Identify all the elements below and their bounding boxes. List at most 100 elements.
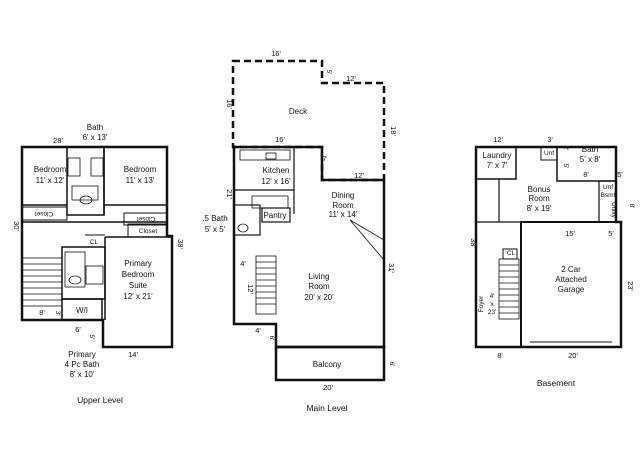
main-dim-7: 7' — [323, 156, 328, 163]
upper-bedroom1-label: Bedroom — [34, 165, 67, 174]
bonus-label1: Bonus — [528, 185, 551, 194]
main-level-caption: Main Level — [306, 403, 347, 413]
living-label2: Room — [308, 282, 330, 291]
foyer-label: Foyer — [478, 295, 485, 312]
basement-dim-2: 2' — [562, 146, 569, 151]
half-bath-size: 5' x 5' — [205, 225, 226, 234]
upper-bedroom2-label: Bedroom — [124, 165, 157, 174]
main-dim-4a: 4' — [240, 259, 246, 268]
dining-label1: Dining — [332, 191, 355, 200]
unf-bsmt-label1: Unf — [603, 184, 613, 191]
upper-wi-label: W/I — [76, 306, 88, 315]
foyer-size-2: x — [490, 301, 494, 308]
upper-bedroom2-size: 11' x 13' — [126, 176, 155, 185]
living-label1: Living — [309, 272, 330, 281]
garage-label1: 2 Car — [561, 265, 581, 274]
basement-dim-8c: 8' — [497, 351, 503, 360]
basement-caption: Basement — [537, 378, 576, 388]
main-dim-16a: 16' — [271, 49, 281, 58]
living-size: 20' x 20' — [304, 293, 334, 302]
main-level-plan — [231, 59, 386, 382]
basement-dim-20: 20' — [568, 351, 578, 360]
upper-outer-wall — [20, 145, 174, 349]
half-bath-label: .5 Bath — [202, 214, 227, 223]
upper-cl-label: CL — [90, 239, 99, 246]
main-dim-12c: 12' — [246, 284, 255, 294]
laundry-size: 7' x 7' — [487, 161, 508, 170]
garage-label3: Garage — [558, 285, 585, 294]
basement-stairs — [498, 258, 520, 320]
primary-suite-label1: Primary — [124, 259, 152, 268]
half-bath-walls — [233, 204, 261, 236]
kitchen-size: 12' x 16' — [261, 177, 291, 186]
upper-level-caption: Upper Level — [77, 395, 123, 405]
deck-outline — [231, 59, 386, 182]
primary-bath-label1: Primary — [68, 350, 96, 359]
garage-walls — [520, 221, 622, 348]
basement-dim-5a: 5' — [562, 164, 569, 169]
basement-bath-label: Bath — [582, 145, 598, 154]
kitchen-label: Kitchen — [263, 166, 290, 175]
main-dim-5a: 5' — [325, 70, 332, 75]
upper-bath-size: 6' x 13' — [83, 133, 108, 142]
basement-dim-3: 3' — [547, 135, 553, 144]
main-dim-16b: 16' — [225, 99, 234, 109]
upper-closet2-label: Closet — [137, 215, 156, 222]
foyer-size-3: 23' — [488, 309, 496, 316]
main-dim-4b: 4' — [255, 326, 261, 335]
basement-dim-12: 12' — [493, 135, 503, 144]
garage-label2: Attached — [555, 275, 587, 284]
unf-bsmt-label2: Bsmt — [601, 192, 616, 199]
primary-bath-walls — [61, 246, 106, 300]
basement-outer-wall — [474, 145, 623, 349]
primary-bath-label2: 4 Pc Bath — [65, 360, 100, 369]
upper-dim-right: 38' — [176, 239, 185, 249]
basement-dim-5b: 5' — [617, 170, 623, 179]
pantry-label: Pantry — [263, 211, 286, 220]
bonus-label2: Room — [528, 194, 550, 203]
deck-label: Deck — [289, 107, 308, 116]
main-dim-21: 21' — [225, 189, 234, 199]
basement-dim-23: 23' — [626, 281, 635, 291]
upper-dim-3: 3' — [54, 311, 61, 316]
main-dim-6b: 6' — [388, 362, 395, 367]
upper-dim-6: 6' — [75, 325, 81, 334]
foyer-size-1: 4' — [490, 293, 495, 300]
dining-size: 11' x 14' — [329, 210, 358, 219]
main-dim-31: 31' — [387, 263, 396, 273]
upper-dim-bottom: 14' — [128, 350, 138, 359]
main-dim-16c: 16' — [275, 135, 285, 144]
upper-dim-left: 30' — [12, 221, 21, 231]
primary-suite-label3: Suite — [129, 281, 148, 290]
upper-closet3-label: Closet — [139, 228, 158, 235]
utility-label: Utility — [610, 202, 617, 219]
dining-label2: Room — [332, 201, 354, 210]
main-dim-20: 20' — [323, 383, 333, 392]
basement-dim-15: 15' — [565, 229, 575, 238]
basement-plan — [474, 145, 623, 349]
basement-cl-label: CL — [507, 250, 516, 257]
upper-level-plan — [20, 145, 174, 349]
upper-bedroom1-size: 11' x 12' — [36, 176, 65, 185]
main-dim-12b: 12' — [354, 171, 364, 180]
upper-dim-top: 28' — [53, 136, 63, 145]
laundry-label: Laundry — [483, 151, 512, 160]
basement-dim-5c: 5' — [608, 229, 614, 238]
primary-suite-label2: Bedroom — [122, 270, 155, 279]
upper-dim-5: 5' — [88, 335, 95, 340]
bonus-size: 8' x 19' — [527, 204, 552, 213]
upper-stairs — [21, 257, 63, 307]
upper-dim-8: 8' — [39, 308, 45, 317]
basement-unf-label: Unf — [544, 150, 554, 157]
primary-suite-size: 12' x 21' — [123, 292, 153, 301]
main-stairs — [255, 255, 277, 315]
basement-bath-size: 5' x 8' — [580, 155, 601, 164]
basement-dim-38: 38' — [469, 238, 478, 248]
main-dim-6a: 6' — [268, 336, 275, 341]
basement-dim-8b: 8' — [628, 204, 635, 209]
basement-dim-8a: 8' — [583, 170, 589, 179]
upper-closet1-label: Closet — [35, 210, 54, 217]
main-dim-12a: 12' — [346, 74, 356, 83]
upper-bath-label: Bath — [87, 123, 103, 132]
